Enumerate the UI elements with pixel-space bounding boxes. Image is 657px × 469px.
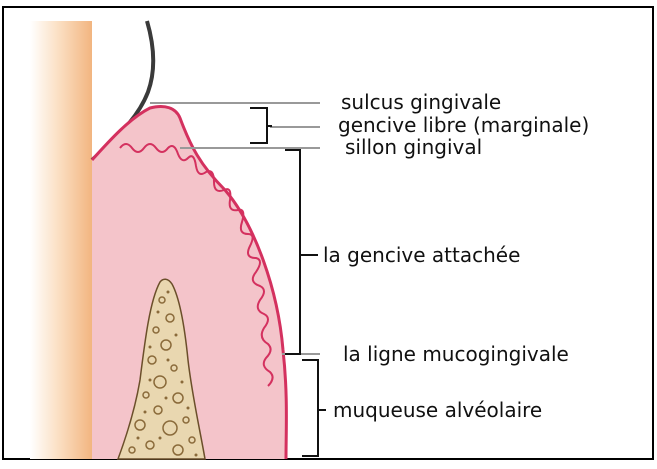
tooth-root-surface	[30, 21, 92, 459]
label-sulcus-gingivale: sulcus gingivale	[341, 92, 501, 112]
label-gencive-libre: gencive libre (marginale)	[338, 115, 589, 135]
bracket-muqueuse	[302, 360, 318, 456]
bracket-gencive-attachee	[285, 150, 300, 354]
label-ligne-mucogingivale: la ligne mucogingivale	[343, 344, 569, 364]
label-gencive-attachee: la gencive attachée	[323, 245, 520, 265]
bracket-gencive-libre	[250, 108, 267, 143]
label-muqueuse-alveolaire: muqueuse alvéolaire	[333, 400, 542, 420]
label-sillon-gingival: sillon gingival	[345, 137, 482, 157]
